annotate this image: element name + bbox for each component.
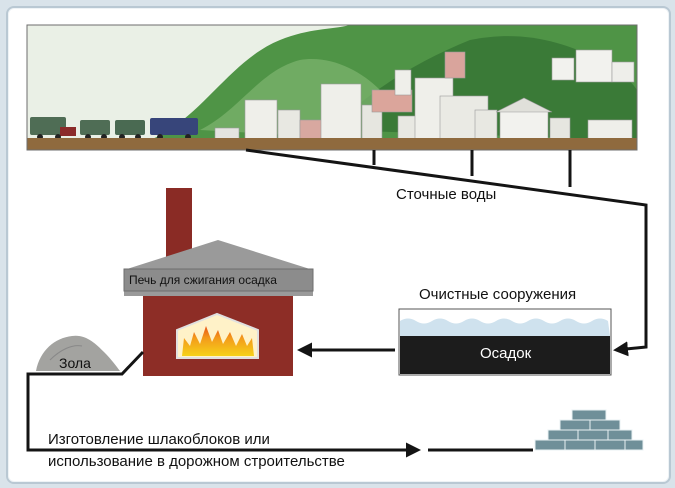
- ash-connector: [26, 350, 533, 458]
- treatment-facilities-label: Очистные сооружения: [419, 286, 577, 303]
- ash-pile: [36, 335, 120, 371]
- fire-icon: [182, 326, 254, 356]
- sludge-layer: [400, 336, 610, 374]
- incinerator: [123, 188, 314, 376]
- chimney: [166, 188, 192, 258]
- incinerator-label: Печь для сжигания осадка: [129, 273, 277, 287]
- water-layer: [400, 318, 610, 336]
- fire-window: [176, 312, 259, 359]
- cinder-blocks: [534, 409, 644, 451]
- sludge-label: Осадок: [480, 345, 532, 362]
- treatment-facility: [398, 308, 612, 376]
- panorama-border: [26, 24, 638, 151]
- wastewater-label: Сточные воды: [396, 186, 497, 203]
- buildings: [214, 49, 635, 143]
- ash-label: Зола: [59, 355, 91, 371]
- sewage-pipes: [245, 148, 648, 357]
- ground: [27, 138, 637, 150]
- city-panorama: [26, 24, 638, 151]
- use-label-line2: использование в дорожном строительстве: [48, 453, 345, 470]
- vehicles: [30, 117, 198, 140]
- use-label-line1: Изготовление шлакоблоков или: [48, 431, 270, 448]
